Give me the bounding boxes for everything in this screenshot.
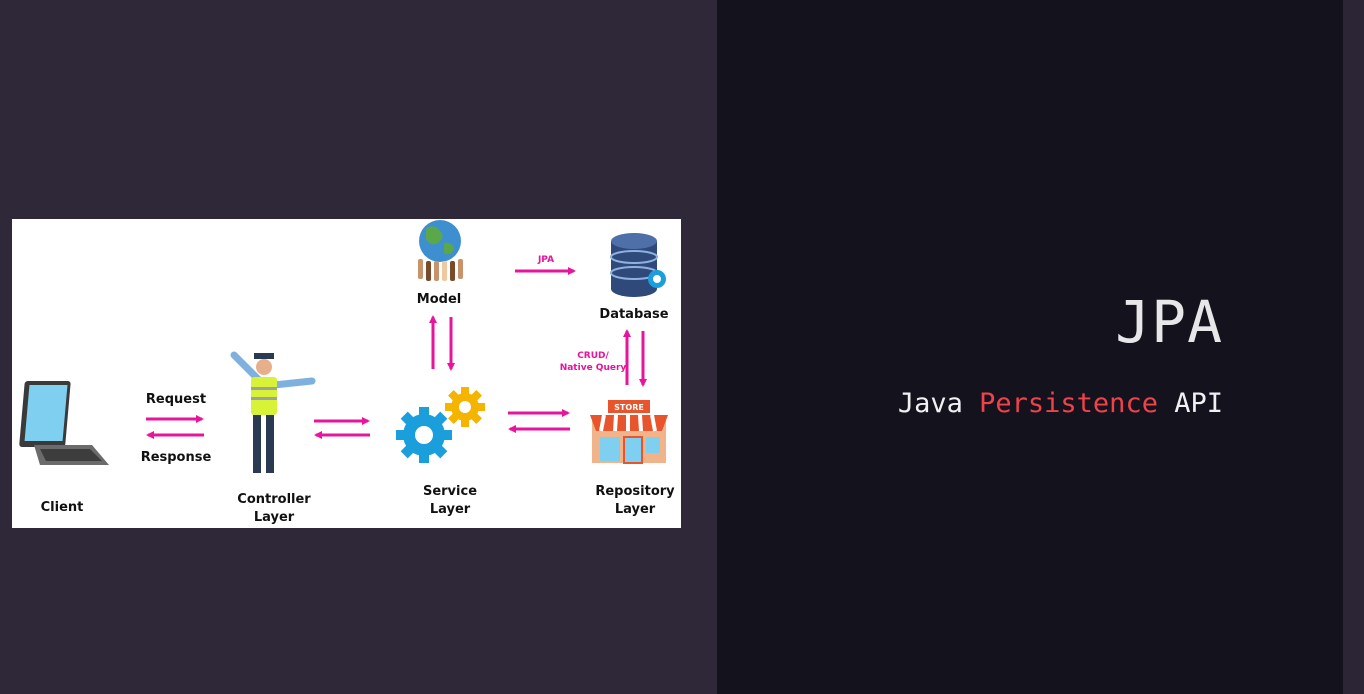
service-label-2: Layer (430, 502, 471, 517)
store-icon: STORE (590, 400, 668, 464)
globe-icon (418, 220, 463, 281)
database-icon (610, 233, 666, 297)
gears-icon (396, 387, 485, 463)
model-label: Model (417, 292, 461, 307)
crud-label-2: Native Query (560, 363, 627, 373)
architecture-diagram: Client Request Response Controller Layer (12, 219, 681, 528)
response-label: Response (141, 450, 212, 465)
request-label: Request (146, 392, 206, 407)
edge-strip (1343, 0, 1364, 694)
slide-subtitle: Java Persistence API (898, 388, 1223, 419)
laptop-icon (19, 381, 109, 465)
slide-title: JPA (1115, 288, 1223, 356)
repository-label-1: Repository (595, 484, 675, 499)
database-label: Database (599, 307, 668, 322)
right-panel (717, 0, 1343, 694)
crud-label-1: CRUD/ (577, 351, 609, 361)
store-sign-text: STORE (614, 403, 644, 412)
controller-label-1: Controller (237, 492, 311, 507)
controller-label-2: Layer (254, 510, 295, 525)
jpa-arrow-label: JPA (537, 255, 554, 265)
subtitle-word-api: API (1174, 388, 1223, 419)
traffic-officer-icon (230, 351, 316, 473)
repository-label-2: Layer (615, 502, 656, 517)
service-label-1: Service (423, 484, 477, 499)
subtitle-word-persistence: Persistence (979, 388, 1158, 419)
client-label: Client (41, 500, 84, 515)
subtitle-word-java: Java (897, 388, 963, 419)
